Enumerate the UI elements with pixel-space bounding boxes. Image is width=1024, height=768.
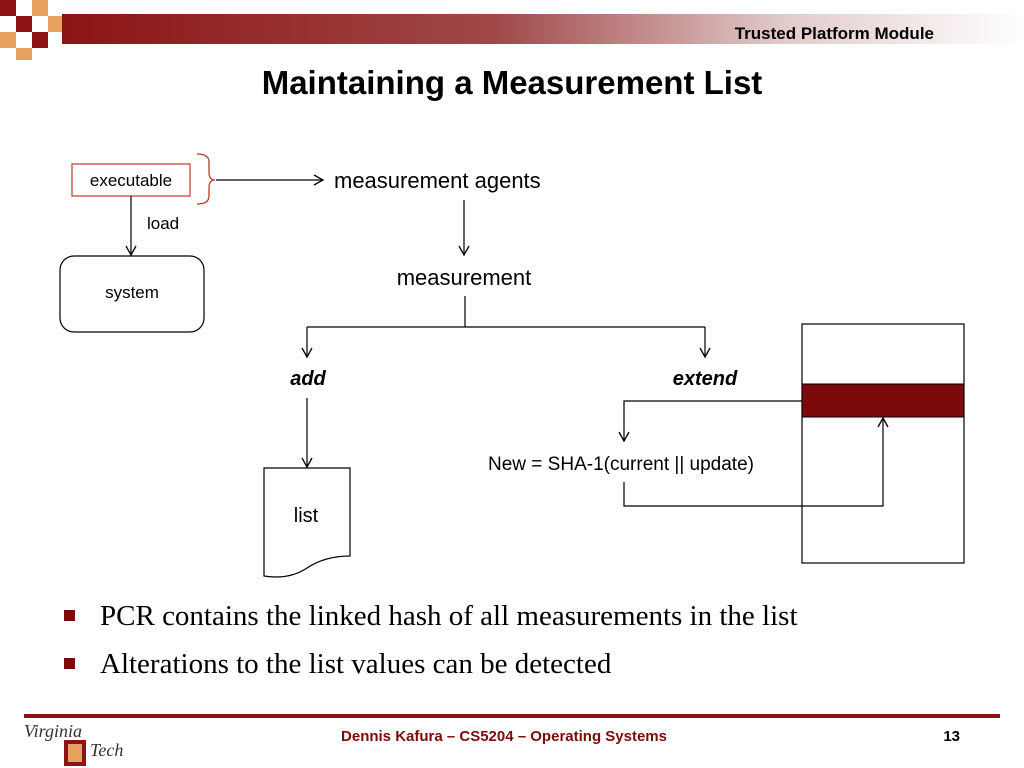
bullet-list: PCR contains the linked hash of all meas… bbox=[64, 596, 1004, 692]
bullet-item: Alterations to the list values can be de… bbox=[64, 644, 1004, 692]
pcr-to-formula-arrow bbox=[618, 400, 802, 443]
bracket bbox=[196, 153, 216, 205]
system-box bbox=[59, 255, 205, 333]
add-label: add bbox=[290, 368, 326, 390]
footer-divider bbox=[24, 714, 1000, 718]
load-label: load bbox=[147, 214, 179, 233]
measurement-agents-label: measurement agents bbox=[334, 168, 541, 193]
system-label: system bbox=[105, 283, 159, 302]
virginia-tech-logo: Virginia Tech bbox=[24, 721, 123, 766]
checker-pattern bbox=[0, 0, 62, 60]
measurement-label: measurement bbox=[397, 265, 532, 290]
bullet-square-icon bbox=[64, 658, 75, 669]
executable-label: executable bbox=[90, 171, 172, 190]
bullet-item: PCR contains the linked hash of all meas… bbox=[64, 596, 1004, 644]
logo-text-bottom: Tech bbox=[90, 740, 123, 760]
sha1-formula: New = SHA-1(current || update) bbox=[488, 454, 754, 475]
logo-text-top: Virginia bbox=[24, 721, 82, 741]
executable-box bbox=[71, 163, 191, 197]
formula-to-pcr-arrow bbox=[623, 416, 889, 507]
header-bar bbox=[0, 0, 1024, 60]
page-number: 13 bbox=[943, 728, 960, 745]
pcr-current-entry bbox=[801, 383, 965, 418]
bullet-text: PCR contains the linked hash of all meas… bbox=[100, 600, 798, 632]
bullet-square-icon bbox=[64, 610, 75, 621]
list-label: list bbox=[294, 505, 319, 527]
list-document bbox=[263, 467, 351, 578]
extend-label: extend bbox=[673, 368, 738, 390]
slide-title: Maintaining a Measurement List bbox=[261, 64, 763, 101]
bullet-text: Alterations to the list values can be de… bbox=[100, 648, 612, 680]
footer-text: Dennis Kafura – CS5204 – Operating Syste… bbox=[341, 728, 667, 745]
header-title: Trusted Platform Module bbox=[734, 24, 934, 43]
